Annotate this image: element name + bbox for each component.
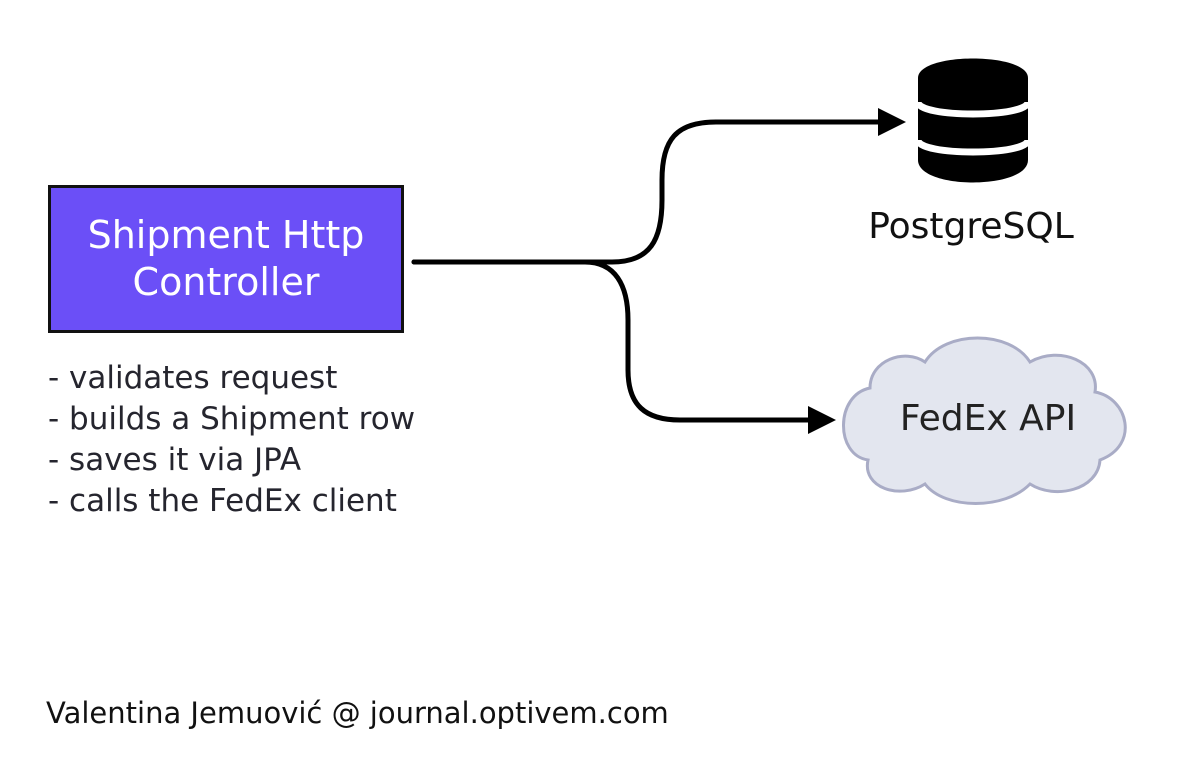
database-icon — [914, 58, 1032, 183]
author-credit: Valentina Jemuović @ journal.optivem.com — [46, 696, 669, 730]
arrowhead-database — [878, 108, 906, 136]
arrow-to-fedex — [411, 259, 813, 423]
fedex-api-label: FedEx API — [899, 398, 1077, 439]
list-item: - builds a Shipment row — [48, 401, 416, 437]
database-label: PostgreSQL — [868, 206, 1074, 247]
list-item: - calls the FedEx client — [48, 483, 397, 519]
cloud-icon — [842, 336, 1127, 505]
list-item: - saves it via JPA — [48, 442, 302, 478]
shipment-http-controller-box: Shipment Http Controller — [48, 185, 404, 333]
controller-title-line-2: Controller — [132, 260, 320, 304]
arrowhead-fedex — [808, 406, 836, 434]
controller-responsibilities-list: - validates request - builds a Shipment … — [48, 358, 415, 522]
arrow-to-database — [411, 119, 883, 265]
controller-title-line-1: Shipment Http — [87, 212, 365, 257]
list-item: - validates request — [48, 360, 338, 396]
